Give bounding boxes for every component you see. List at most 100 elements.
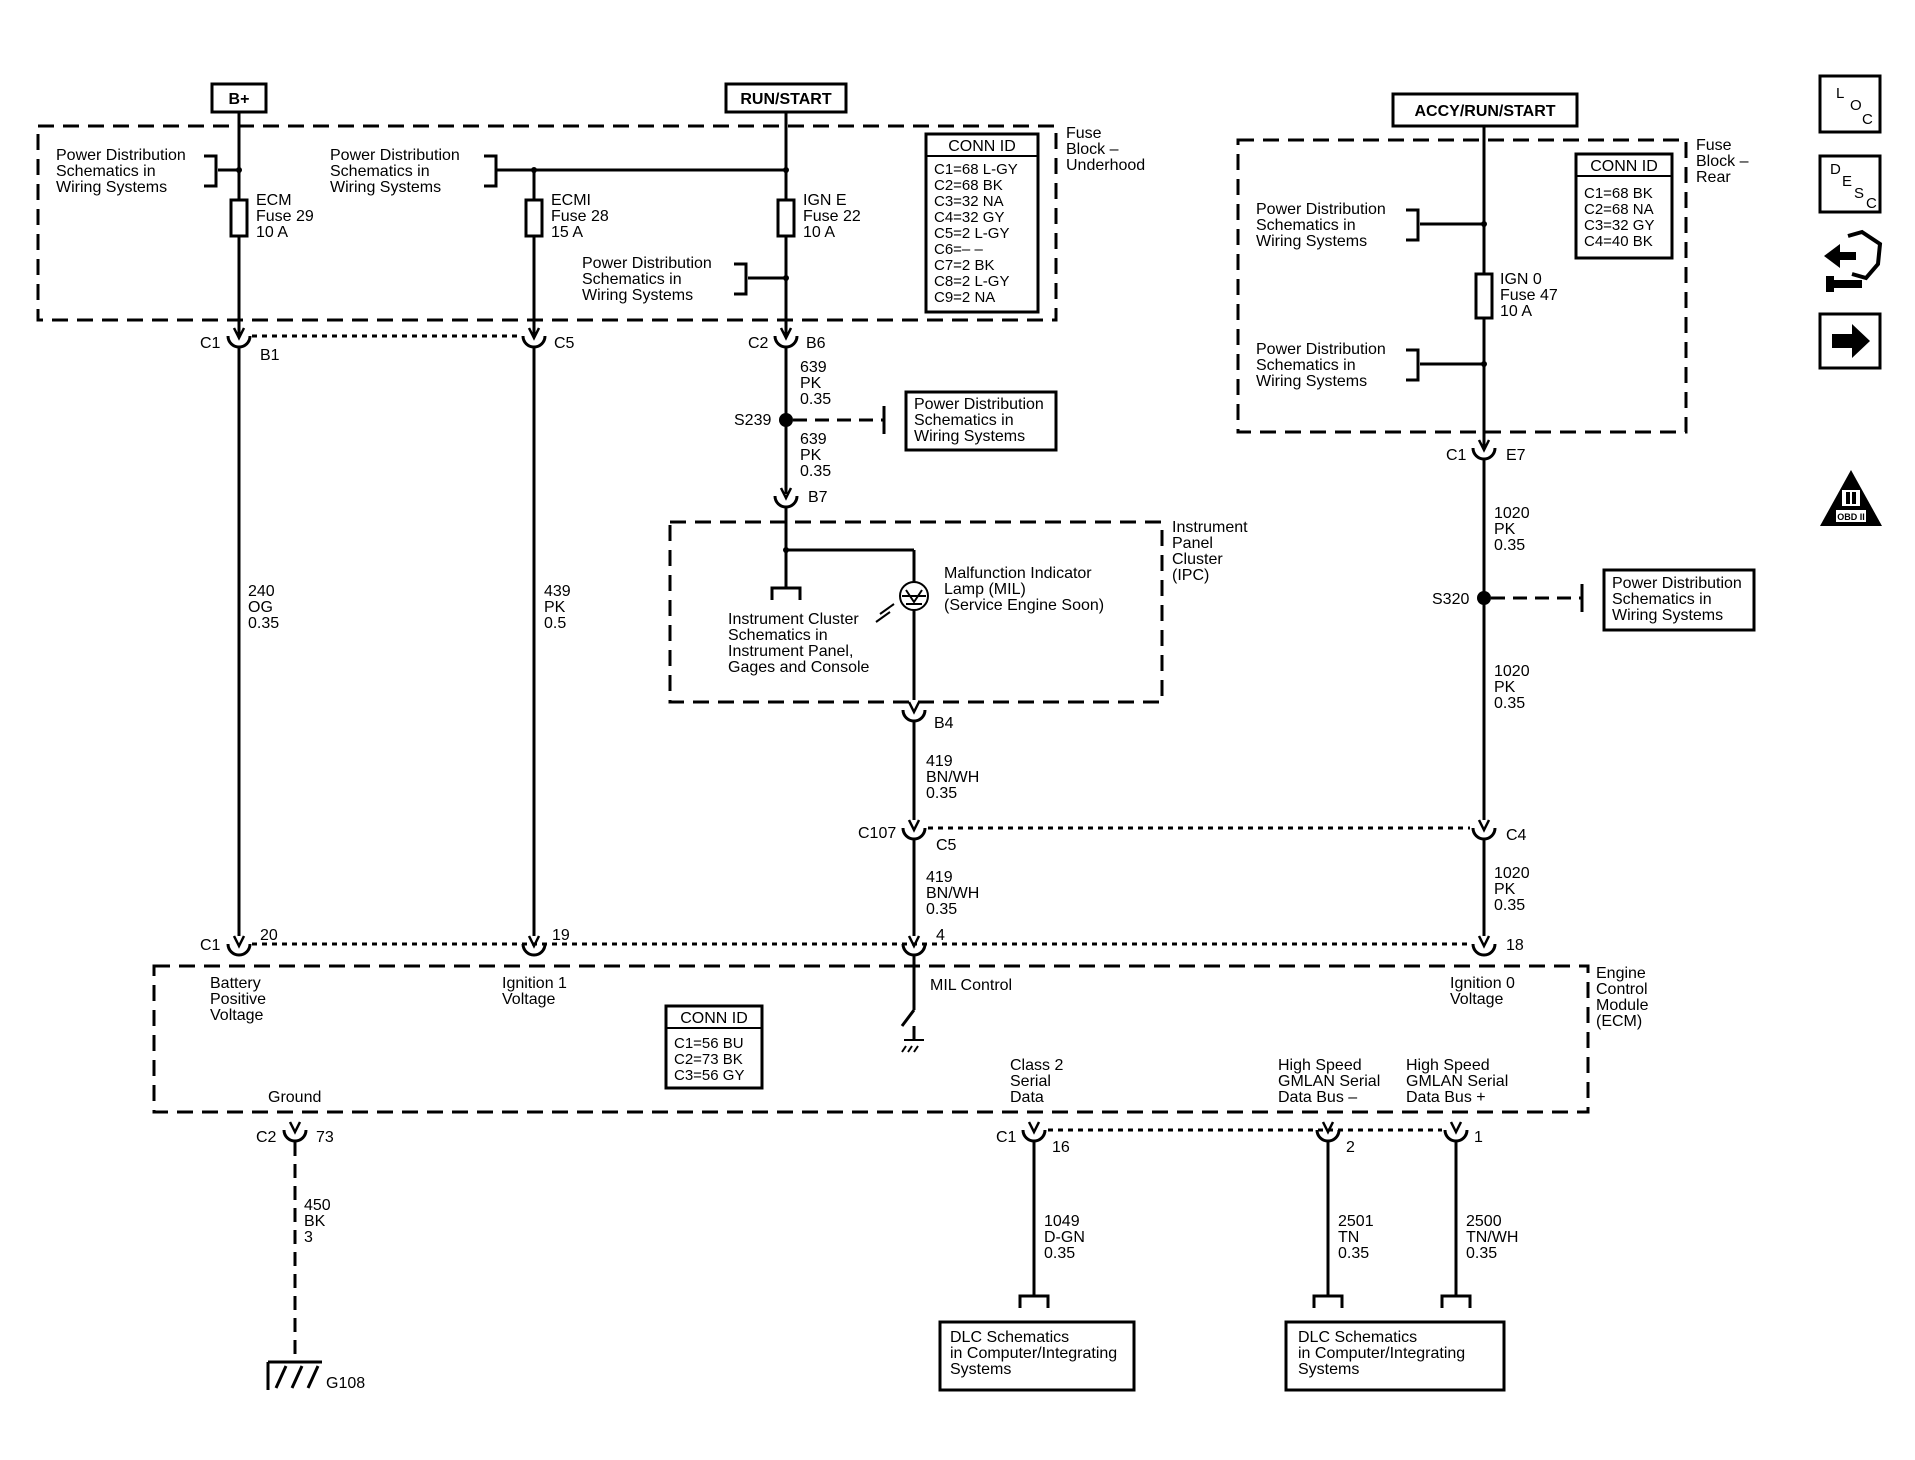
- underhood-connectors: C1 B1 C5 C2 B6: [200, 326, 826, 364]
- svg-text:G108: G108: [326, 1375, 365, 1392]
- svg-text:16: 16: [1052, 1139, 1070, 1156]
- svg-text:419: 419: [926, 753, 953, 770]
- svg-text:Data Bus –: Data Bus –: [1278, 1089, 1357, 1106]
- splice-s239: [779, 413, 793, 427]
- svg-text:1049: 1049: [1044, 1213, 1080, 1230]
- svg-text:15 A: 15 A: [551, 224, 583, 241]
- svg-text:Serial: Serial: [1010, 1073, 1051, 1090]
- svg-text:IGN E: IGN E: [803, 192, 847, 209]
- svg-text:C2=68 BK: C2=68 BK: [934, 177, 1003, 194]
- svg-text:Wiring Systems: Wiring Systems: [914, 428, 1025, 445]
- svg-text:18: 18: [1506, 937, 1524, 954]
- svg-text:C8=2 L-GY: C8=2 L-GY: [934, 273, 1009, 290]
- ecm-top-connectors: C1 20 19 4 18: [200, 927, 1524, 957]
- svg-text:Instrument Cluster: Instrument Cluster: [728, 611, 859, 628]
- svg-text:Systems: Systems: [950, 1361, 1011, 1378]
- svg-text:Voltage: Voltage: [502, 991, 555, 1008]
- ipc-internal-wiring: [770, 508, 916, 700]
- svg-text:Malfunction Indicator: Malfunction Indicator: [944, 565, 1092, 582]
- ground-circuit: C2 73 450 BK 3: [256, 1120, 334, 1360]
- svg-text:BN/WH: BN/WH: [926, 769, 979, 786]
- description-icon[interactable]: D E S C: [1818, 154, 1882, 214]
- svg-text:Instrument: Instrument: [1172, 519, 1248, 536]
- ecm-class2-label: Class 2 Serial Data: [1010, 1057, 1063, 1106]
- svg-text:Control: Control: [1596, 981, 1648, 998]
- svg-text:Gages and Console: Gages and Console: [728, 659, 870, 676]
- next-arrow-icon[interactable]: [1818, 312, 1882, 370]
- rear-conn-id-table: CONN ID C1=68 BK C2=68 NA C3=32 GY C4=40…: [1574, 152, 1674, 260]
- svg-text:C1=68 BK: C1=68 BK: [1584, 185, 1653, 202]
- connector-e7: C1 E7: [1446, 438, 1526, 464]
- ecmi-fuse-circuit: ECMI Fuse 28 15 A: [524, 192, 609, 336]
- svg-text:0.35: 0.35: [1338, 1245, 1369, 1262]
- fuse-block-rear-label: Fuse Block – Rear: [1696, 137, 1749, 186]
- ecm-ign1-label: Ignition 1 Voltage: [502, 975, 567, 1008]
- ecm-outline: [152, 964, 1590, 1114]
- run-start-bus: [497, 112, 789, 200]
- svg-text:L: L: [1836, 85, 1844, 102]
- svg-text:Wiring Systems: Wiring Systems: [330, 179, 441, 196]
- location-icon[interactable]: L O C: [1818, 74, 1882, 134]
- svg-text:TN/WH: TN/WH: [1466, 1229, 1518, 1246]
- svg-text:(Service Engine Soon): (Service Engine Soon): [944, 597, 1104, 614]
- svg-text:DLC Schematics: DLC Schematics: [950, 1329, 1069, 1346]
- wire-1020: 1020 PK 0.35 S320 1020 PK 0.35 1020 PK 0…: [1432, 460, 1584, 936]
- svg-text:Engine: Engine: [1596, 965, 1646, 982]
- svg-text:3: 3: [304, 1229, 313, 1246]
- svg-text:Cluster: Cluster: [1172, 551, 1223, 568]
- svg-text:Underhood: Underhood: [1066, 157, 1145, 174]
- fuse-block-underhood-label: Fuse Block – Underhood: [1066, 125, 1145, 174]
- svg-text:Schematics in: Schematics in: [1256, 357, 1356, 374]
- svg-text:19: 19: [552, 927, 570, 944]
- svg-text:Data: Data: [1010, 1089, 1044, 1106]
- svg-text:Wiring Systems: Wiring Systems: [1612, 607, 1723, 624]
- svg-text:E: E: [1842, 173, 1852, 190]
- svg-text:10 A: 10 A: [803, 224, 835, 241]
- svg-text:C9=2 NA: C9=2 NA: [934, 289, 995, 306]
- svg-text:in Computer/Integrating: in Computer/Integrating: [950, 1345, 1117, 1362]
- svg-text:Ground: Ground: [268, 1089, 321, 1106]
- svg-text:0.35: 0.35: [926, 901, 957, 918]
- svg-text:Fuse 29: Fuse 29: [256, 208, 314, 225]
- svg-text:PK: PK: [1494, 521, 1516, 538]
- svg-text:C3=56 GY: C3=56 GY: [674, 1067, 744, 1084]
- svg-text:0.35: 0.35: [1494, 695, 1525, 712]
- svg-text:C6=– –: C6=– –: [934, 241, 983, 258]
- dlc-ref-gmlan: DLC Schematics in Computer/Integrating S…: [1284, 1320, 1506, 1392]
- svg-text:639: 639: [800, 431, 827, 448]
- wire-240: 240 OG 0.35: [237, 348, 279, 936]
- ecm-conn-id-table: CONN ID C1=56 BU C2=73 BK C3=56 GY: [664, 1004, 764, 1090]
- svg-text:Data Bus +: Data Bus +: [1406, 1089, 1486, 1106]
- svg-text:C: C: [1866, 195, 1877, 212]
- ipc-outline: [668, 520, 1164, 704]
- svg-text:C2: C2: [256, 1129, 277, 1146]
- svg-text:GMLAN Serial: GMLAN Serial: [1278, 1073, 1380, 1090]
- svg-text:Fuse 28: Fuse 28: [551, 208, 609, 225]
- svg-text:Class 2: Class 2: [1010, 1057, 1063, 1074]
- connector-b4: B4: [901, 700, 954, 732]
- svg-text:Wiring Systems: Wiring Systems: [56, 179, 167, 196]
- svg-text:CONN ID: CONN ID: [948, 138, 1016, 155]
- ign0-fuse-circuit: IGN 0 Fuse 47 10 A: [1420, 126, 1558, 448]
- svg-text:C3=32 GY: C3=32 GY: [1584, 217, 1654, 234]
- svg-text:450: 450: [304, 1197, 331, 1214]
- svg-text:Schematics in: Schematics in: [56, 163, 156, 180]
- mil-label: Malfunction Indicator Lamp (MIL) (Servic…: [944, 565, 1104, 614]
- svg-text:PK: PK: [1494, 679, 1516, 696]
- svg-text:240: 240: [248, 583, 275, 600]
- svg-text:Panel: Panel: [1172, 535, 1213, 552]
- svg-text:1: 1: [1474, 1129, 1483, 1146]
- svg-text:PK: PK: [1494, 881, 1516, 898]
- svg-text:D: D: [1830, 161, 1841, 178]
- svg-text:Power Distribution: Power Distribution: [56, 147, 186, 164]
- svg-text:B4: B4: [934, 715, 954, 732]
- svg-text:0.35: 0.35: [1494, 897, 1525, 914]
- svg-text:Module: Module: [1596, 997, 1649, 1014]
- svg-text:Schematics in: Schematics in: [1612, 591, 1712, 608]
- svg-text:Instrument Panel,: Instrument Panel,: [728, 643, 853, 660]
- svg-text:IGN 0: IGN 0: [1500, 271, 1542, 288]
- repair-wrench-icon[interactable]: [1824, 229, 1883, 292]
- svg-text:Power Distribution: Power Distribution: [1256, 201, 1386, 218]
- svg-text:1020: 1020: [1494, 865, 1530, 882]
